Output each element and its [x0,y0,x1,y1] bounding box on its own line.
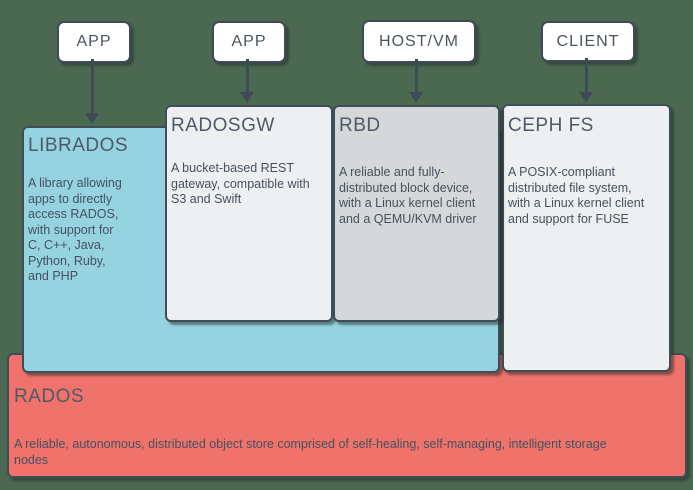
node-app-1-label: APP [76,33,112,50]
arrow-app-to-librados-icon [85,59,99,124]
box-cephfs: CEPH FS A POSIX-compliant distributed fi… [502,104,671,372]
arrow-head-icon [85,113,99,124]
box-librados-title: LIBRADOS [28,135,129,156]
arrow-stem [245,59,249,92]
node-app-2: APP [212,21,286,63]
box-rbd: RBD A reliable and fully- distributed bl… [333,105,500,322]
node-client-label: CLIENT [556,32,620,50]
node-client: CLIENT [541,21,635,62]
box-rbd-title: RBD [339,115,381,136]
box-radosgw: RADOSGW A bucket-based REST gateway, com… [165,105,333,322]
arrow-stem [414,59,418,92]
arrow-client-to-cephfs-icon [579,58,593,103]
arrow-hostvm-to-rbd-icon [409,59,423,103]
node-app-2-label: APP [231,33,267,50]
arrow-head-icon [579,92,593,103]
arrow-stem [584,58,588,92]
box-rbd-description: A reliable and fully- distributed block … [339,165,477,226]
box-cephfs-description: A POSIX-compliant distributed file syste… [508,165,645,226]
box-librados-description: A library allowing apps to directly acce… [28,176,122,283]
node-host-vm-label: HOST/VM [379,32,459,50]
box-rados-title: RADOS [14,386,85,407]
arrow-app-to-radosgw-icon [240,59,254,103]
box-radosgw-description: A bucket-based REST gateway, compatible … [171,161,310,206]
arrow-head-icon [240,92,254,103]
node-app-1: APP [57,21,131,63]
node-host-vm: HOST/VM [362,20,476,63]
arrow-stem [90,59,94,113]
box-radosgw-title: RADOSGW [171,115,275,136]
box-cephfs-title: CEPH FS [508,115,594,136]
box-rados: RADOS A reliable, autonomous, distribute… [7,353,687,478]
arrow-head-icon [409,92,423,103]
box-rados-description: A reliable, autonomous, distributed obje… [14,437,607,467]
